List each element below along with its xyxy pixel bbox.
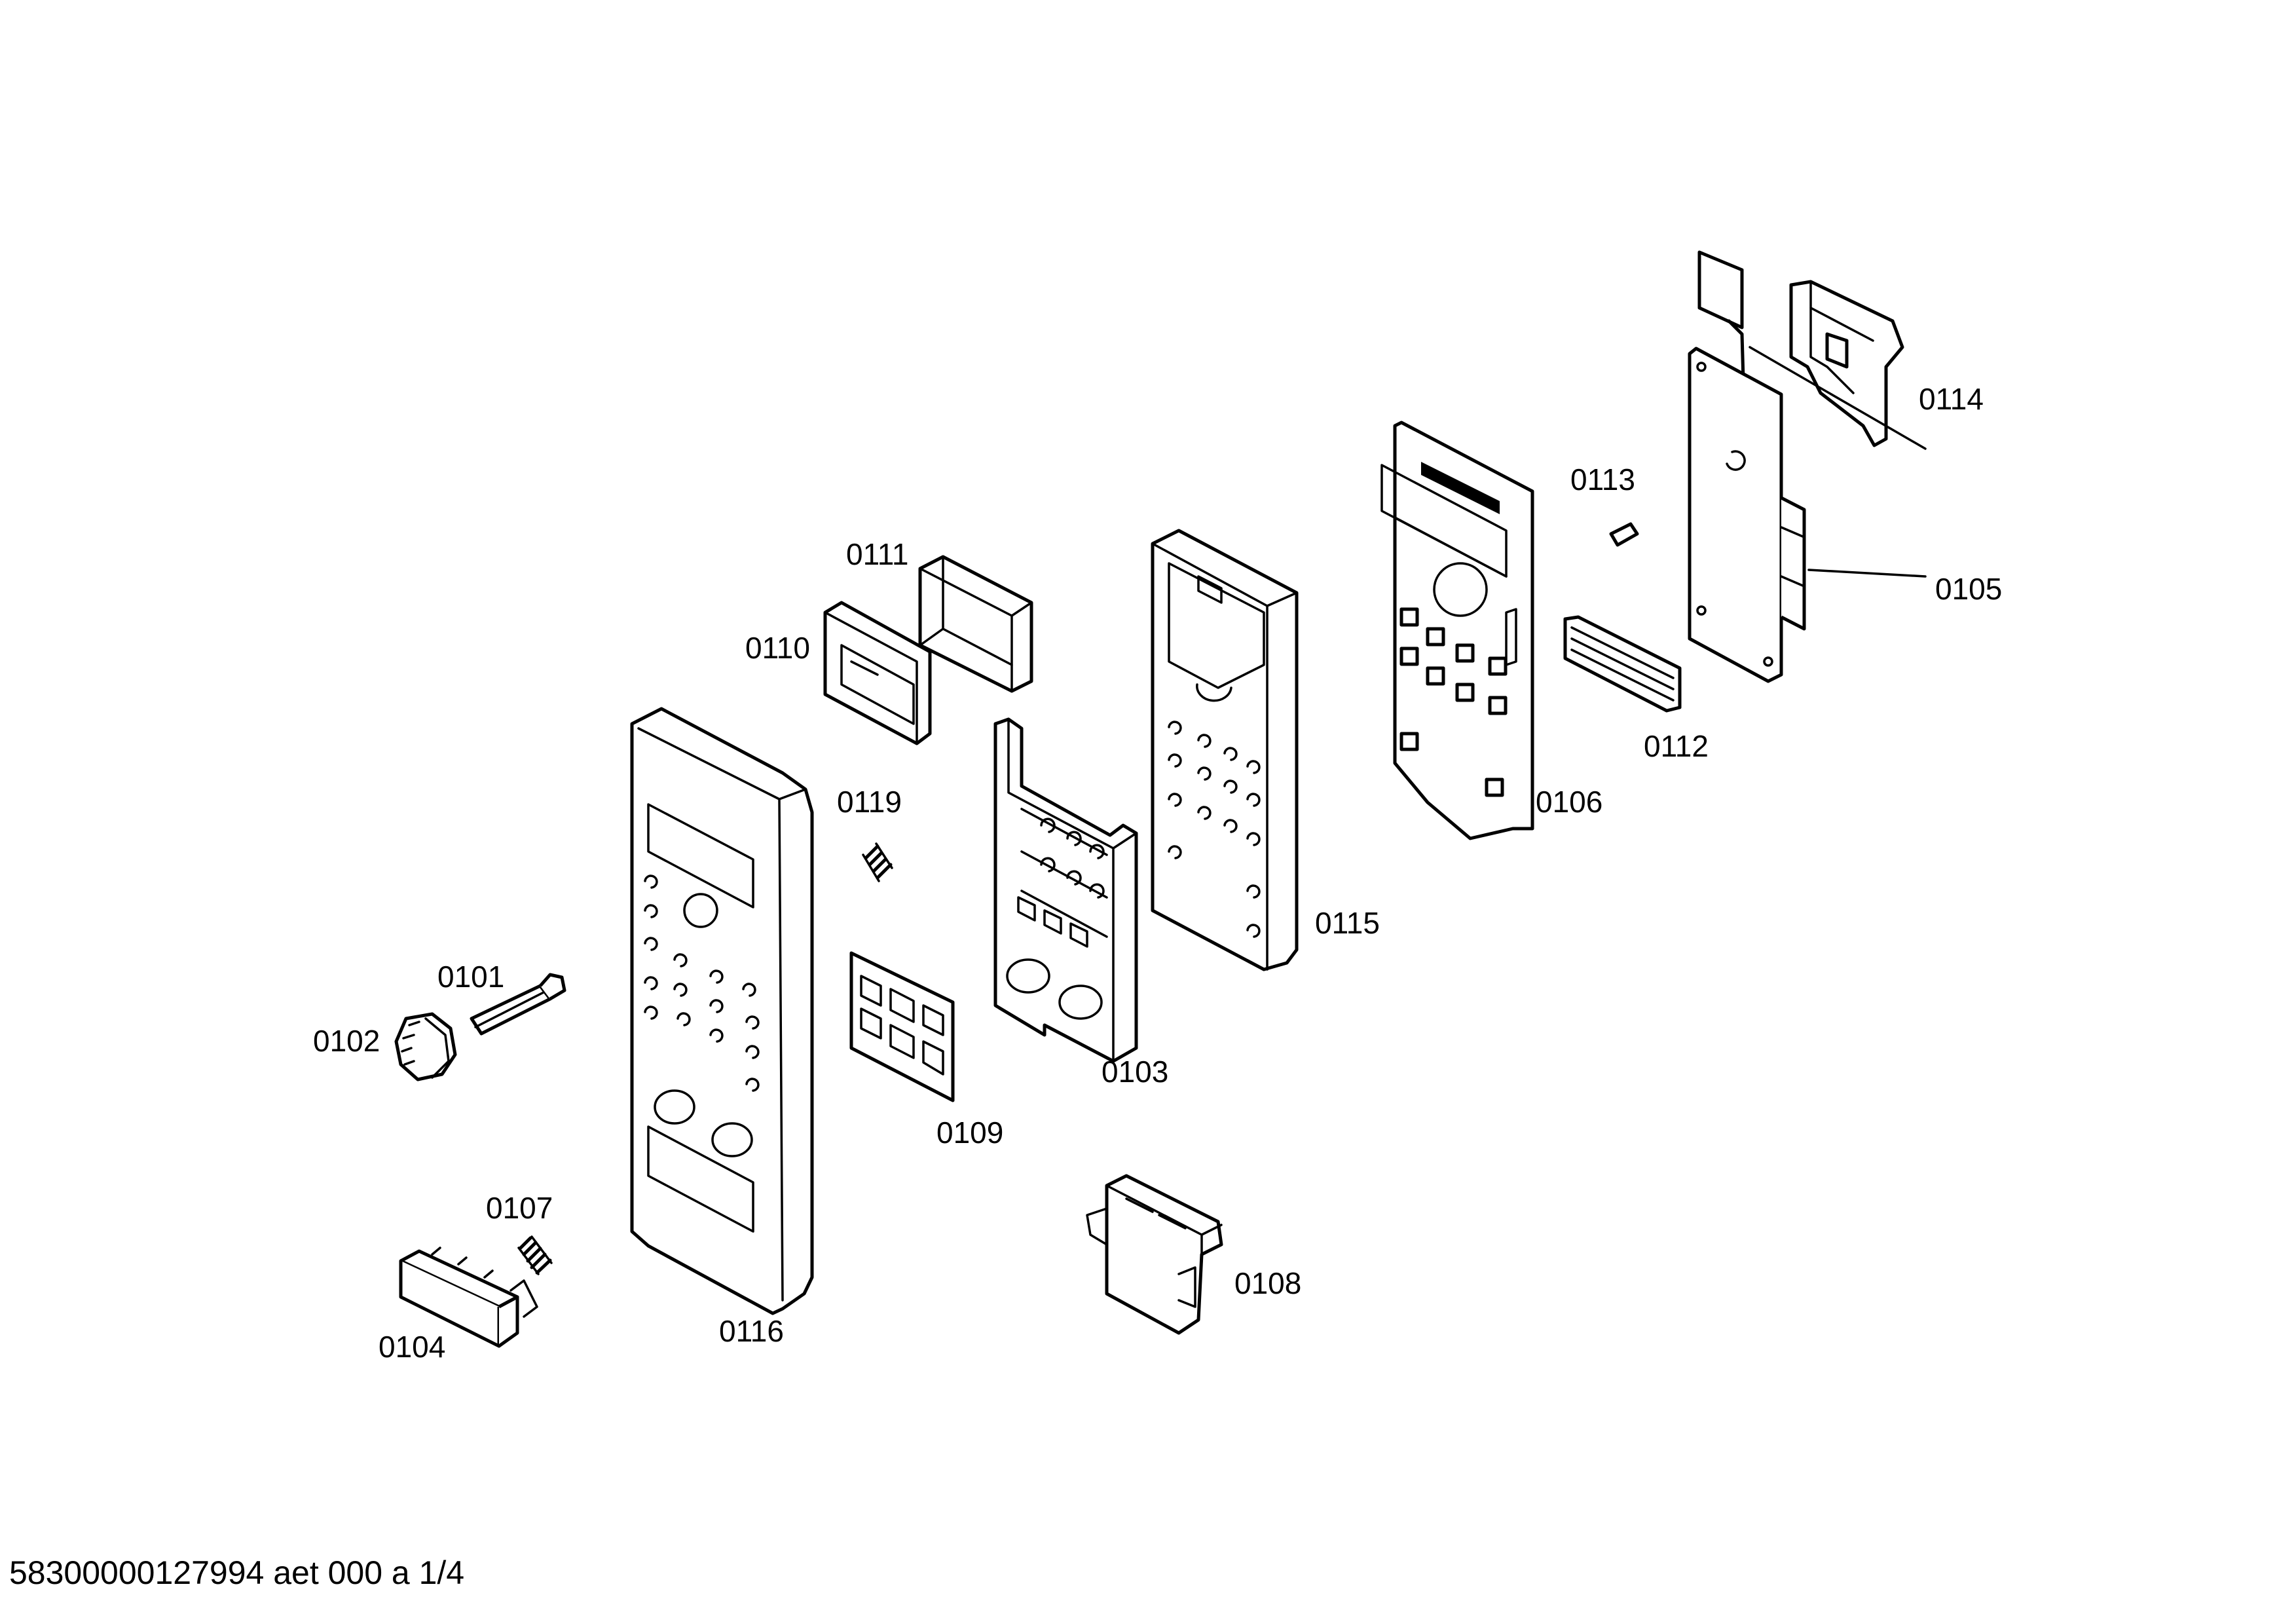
part-0102-knob — [394, 1012, 457, 1081]
label-0104: 0104 — [379, 1330, 445, 1364]
label-0111: 0111 — [846, 537, 909, 571]
label-0109: 0109 — [936, 1116, 1003, 1150]
label-0114: 0114 — [1919, 382, 1984, 416]
document-footer: 58300000127994 aet 000 a 1/4 — [9, 1554, 464, 1591]
part-0119-spring — [862, 842, 893, 882]
label-0115: 0115 — [1315, 906, 1380, 940]
leader-lines — [1749, 346, 1927, 578]
part-0107-spring — [517, 1235, 553, 1275]
part-0108-latch — [1086, 1174, 1223, 1335]
part-0109-keypad-membrane — [849, 951, 955, 1102]
label-0101: 0101 — [437, 960, 504, 994]
part-0115-key-frame — [1151, 529, 1299, 971]
part-0103-keypad-support — [993, 717, 1138, 1063]
part-0113-connector — [1609, 522, 1639, 547]
label-0103: 0103 — [1102, 1055, 1168, 1089]
label-0105: 0105 — [1935, 572, 2002, 606]
label-0106: 0106 — [1536, 785, 1602, 819]
label-0110: 0110 — [745, 631, 810, 665]
part-0106-control-pcb — [1380, 421, 1534, 840]
label-0107: 0107 — [486, 1191, 553, 1225]
label-0102: 0102 — [313, 1024, 380, 1058]
label-0108: 0108 — [1234, 1266, 1301, 1300]
label-0116: 0116 — [719, 1314, 784, 1348]
part-0114-bracket — [1789, 280, 1904, 447]
part-0101-shaft — [470, 973, 566, 1036]
part-0116-front-fascia — [630, 707, 814, 1315]
part-0104-button-cap — [399, 1247, 538, 1348]
label-0119: 0119 — [837, 785, 902, 819]
part-0112-ribbon-cable — [1563, 615, 1682, 713]
part-labels: 0101 0102 0103 0104 0105 0106 0107 0108 … — [313, 382, 2002, 1364]
label-0112: 0112 — [1644, 729, 1709, 763]
part-0110-display-window — [823, 601, 932, 745]
part-0105-power-pcb — [1688, 250, 1806, 683]
label-0113: 0113 — [1570, 462, 1635, 497]
part-0111-display-frame — [918, 555, 1033, 693]
